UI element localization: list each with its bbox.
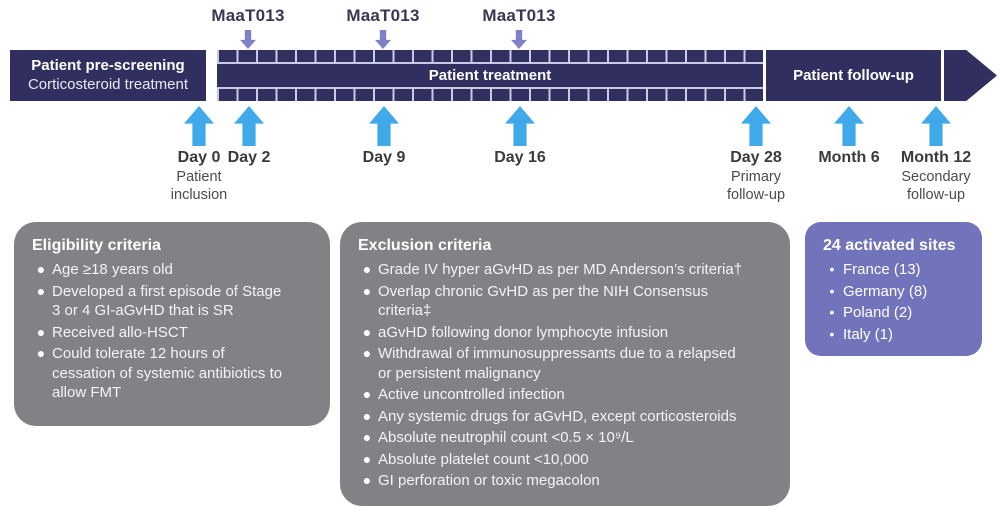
- maat013-dose-label: MaaT013: [346, 6, 420, 25]
- treatment-day-cells-top: [217, 50, 763, 62]
- milestone-up-arrow-icon: [184, 106, 214, 146]
- milestone-label: Month 12: [900, 149, 972, 166]
- milestone-label: Day 28: [730, 149, 782, 166]
- list-item: ● Overlap chronic GvHD as per the NIH Con…: [356, 282, 774, 321]
- bullet-icon: •: [829, 304, 835, 320]
- exclusion-list: ● Grade IV hyper aGvHD as per MD Anderson…: [356, 260, 774, 491]
- milestone-label: Day 2: [227, 149, 271, 166]
- treatment-day-cells-bottom: [217, 89, 763, 101]
- bullet-icon: ●: [362, 450, 372, 467]
- bullet-text: Withdrawal of immunosuppressants due to …: [378, 345, 736, 382]
- milestone-up-arrow-icon: [741, 106, 771, 146]
- dose-down-arrow-icon: [511, 30, 527, 49]
- bullet-icon: ●: [36, 282, 46, 299]
- bullet-icon: ●: [362, 323, 372, 340]
- list-item: ● Grade IV hyper aGvHD as per MD Anderson…: [356, 260, 774, 280]
- bullet-icon: ●: [362, 345, 372, 361]
- milestone-up-arrow-icon: [369, 106, 399, 146]
- list-item: ● Absolute platelet count <10,000: [356, 450, 774, 470]
- list-item: • Poland (2): [821, 303, 966, 323]
- list-item: ● GI perforation or toxic megacolon: [356, 471, 774, 491]
- bullet-text: Absolute neutrophil count <0.5 × 10⁹/L: [378, 429, 634, 446]
- milestone-up-arrow-icon: [921, 106, 951, 146]
- list-item: ● Absolute neutrophil count <0.5 × 10⁹/L: [356, 428, 774, 448]
- milestone-up-arrow-icon: [834, 106, 864, 146]
- list-item: ● Any systemic drugs for aGvHD, except co…: [356, 407, 774, 427]
- maat013-dose-label: MaaT013: [211, 6, 285, 25]
- segment-pre-screening: Patient pre-screening Corticosteroid tre…: [10, 50, 206, 101]
- bullet-icon: ●: [362, 386, 372, 402]
- activated-sites-box: 24 activated sites • France (13) • Germany…: [805, 222, 982, 356]
- bullet-text: Overlap chronic GvHD as per the NIH Cons…: [378, 282, 709, 320]
- milestone-sublabel: Patient inclusion: [170, 169, 228, 204]
- milestone-day-2: Day 2: [189, 149, 309, 168]
- dose-down-arrow-icon: [375, 30, 391, 49]
- milestone-up-arrow-icon: [505, 106, 535, 146]
- milestone-day-9: Day 9: [324, 149, 444, 168]
- exclusion-criteria-box: Exclusion criteria ● Grade IV hyper aGvHD…: [340, 222, 790, 506]
- milestone-label: Day 0: [177, 149, 221, 166]
- bullet-text: Any systemic drugs for aGvHD, except cor…: [378, 407, 737, 425]
- bullet-icon: •: [829, 261, 835, 277]
- dose-down-arrow-icon: [240, 30, 256, 49]
- bullet-icon: ●: [36, 345, 46, 361]
- milestone-day-16: Day 16: [460, 149, 580, 168]
- list-item: ● Developed a first episode of Stage 3 or…: [30, 282, 314, 321]
- list-item: ● Could tolerate 12 hours of cessation of…: [30, 344, 314, 403]
- milestone-up-arrow-icon: [234, 106, 264, 146]
- eligibility-list: ● Age ≥18 years old ● Developed a first ep…: [30, 260, 314, 403]
- bullet-icon: •: [829, 325, 835, 342]
- bullet-text: Active uncontrolled infection: [378, 386, 565, 403]
- bullet-text: GI perforation or toxic megacolon: [378, 472, 600, 489]
- list-item: ● Received allo-HSCT: [30, 323, 314, 343]
- maat013-dose-label: MaaT013: [482, 6, 556, 25]
- milestone-sublabel: Secondary follow-up: [901, 169, 971, 204]
- bullet-icon: ●: [362, 282, 372, 299]
- bullet-icon: •: [829, 282, 835, 299]
- bullet-icon: ●: [362, 429, 372, 445]
- bullet-text: aGvHD following donor lymphocyte infusio…: [378, 323, 669, 341]
- segment-treatment: Patient treatment: [217, 50, 763, 101]
- list-item: • France (13): [821, 260, 966, 280]
- milestone-label: Day 9: [362, 149, 406, 166]
- milestone-label: Day 16: [494, 149, 546, 166]
- list-item: • Italy (1): [821, 325, 966, 345]
- list-item: ● Age ≥18 years old: [30, 260, 314, 280]
- bullet-text: Absolute platelet count <10,000: [378, 450, 589, 468]
- milestone-label: Month 6: [818, 149, 880, 166]
- bullet-icon: ●: [362, 407, 372, 424]
- bullet-icon: ●: [362, 261, 372, 277]
- bullet-icon: ●: [36, 323, 46, 340]
- pre-screening-subtitle: Corticosteroid treatment: [27, 75, 189, 93]
- bullet-text: Poland (2): [843, 304, 913, 321]
- sites-list: • France (13) • Germany (8) • Poland (2) • I…: [821, 260, 966, 344]
- list-item: ● Active uncontrolled infection: [356, 385, 774, 405]
- milestone-day-0: Day 0 Patient inclusion: [139, 149, 259, 204]
- exclusion-title: Exclusion criteria: [358, 237, 492, 254]
- bullet-icon: ●: [36, 261, 46, 277]
- milestone-sublabel: Primary follow-up: [726, 169, 786, 204]
- segment-follow-up: Patient follow-up: [766, 50, 941, 101]
- bullet-text: Grade IV hyper aGvHD as per MD Anderson’…: [378, 261, 743, 278]
- list-item: • Germany (8): [821, 282, 966, 302]
- bullet-text: Received allo-HSCT: [52, 323, 188, 341]
- milestone-month-12: Month 12 Secondary follow-up: [876, 149, 996, 204]
- bullet-text: Germany (8): [843, 282, 928, 300]
- timeline-end-arrow-icon: [944, 50, 997, 101]
- bullet-text: Age ≥18 years old: [52, 261, 173, 278]
- sites-title: 24 activated sites: [823, 237, 956, 254]
- milestone-day-28: Day 28 Primary follow-up: [696, 149, 816, 204]
- bullet-text: France (13): [843, 261, 921, 278]
- eligibility-criteria-box: Eligibility criteria ● Age ≥18 years old …: [14, 222, 330, 426]
- list-item: ● Withdrawal of immunosuppressants due to…: [356, 344, 774, 383]
- bullet-text: Could tolerate 12 hours of cessation of …: [52, 345, 283, 401]
- milestone-month-6: Month 6: [789, 149, 909, 168]
- bullet-text: Developed a first episode of Stage 3 or …: [52, 282, 282, 320]
- list-item: ● aGvHD following donor lymphocyte infusi…: [356, 323, 774, 343]
- bullet-icon: ●: [362, 472, 372, 488]
- bullet-text: Italy (1): [843, 325, 894, 343]
- eligibility-title: Eligibility criteria: [32, 237, 161, 254]
- treatment-label: Patient treatment: [217, 62, 763, 89]
- pre-screening-title: Patient pre-screening: [31, 56, 185, 74]
